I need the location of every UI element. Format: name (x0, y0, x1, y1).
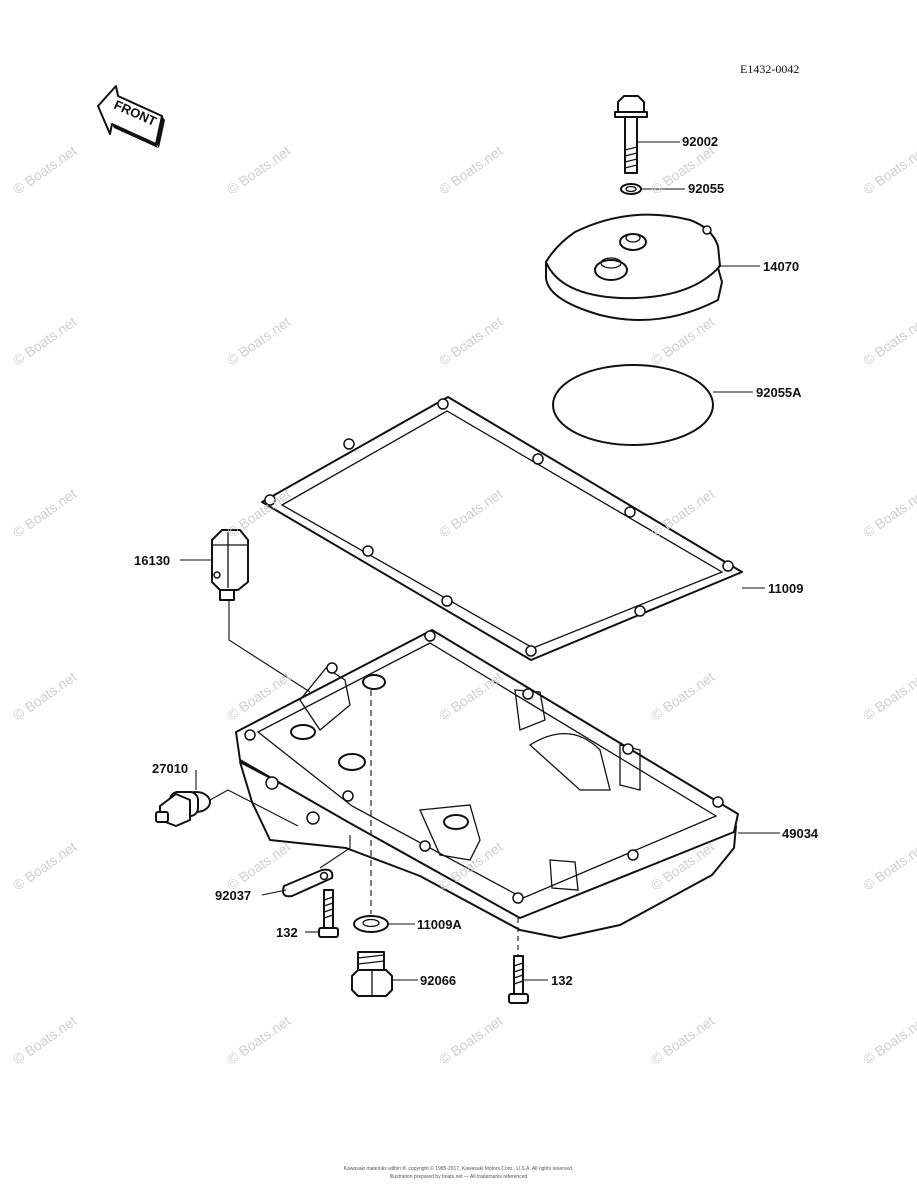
pan-gasket-part (261, 396, 765, 661)
callout-11009[interactable]: 11009 (768, 581, 804, 596)
callout-92055[interactable]: 92055 (688, 181, 725, 196)
callout-92055a[interactable]: 92055A (756, 385, 802, 400)
callout-92002[interactable]: 92002 (682, 134, 719, 149)
o-ring-part (552, 364, 753, 446)
bolt-right-part (508, 918, 548, 1004)
diagram-code: E1432-0042 (740, 62, 800, 76)
washer-bottom-part (353, 690, 415, 933)
callout-92066[interactable]: 92066 (420, 973, 457, 988)
callout-92037[interactable]: 92037 (215, 888, 252, 903)
callout-132-left[interactable]: 132 (276, 925, 298, 940)
callout-27010[interactable]: 27010 (152, 761, 189, 776)
copyright-line-2: Illustration prepared by boats.net — All… (389, 1174, 528, 1180)
callout-49034[interactable]: 49034 (782, 826, 819, 841)
copyright-line-1: Kawasaki materials within ill. copyright… (343, 1166, 574, 1172)
front-arrow-icon: FRONT (97, 85, 165, 148)
drain-plug-part (351, 951, 418, 997)
callout-14070[interactable]: 14070 (763, 259, 800, 274)
callout-132-right[interactable]: 132 (551, 973, 573, 988)
oil-pressure-switch-part (155, 770, 299, 827)
clamp-part (261, 835, 351, 898)
filter-cover-part (545, 213, 760, 321)
bolt-top-part (614, 95, 680, 174)
washer-top-part (620, 183, 685, 195)
bolt-left-part (305, 889, 339, 938)
callout-11009a[interactable]: 11009A (417, 917, 462, 932)
callout-16130[interactable]: 16130 (134, 553, 171, 568)
oil-pan-part (235, 629, 780, 939)
oil-fitting-part (180, 529, 311, 693)
